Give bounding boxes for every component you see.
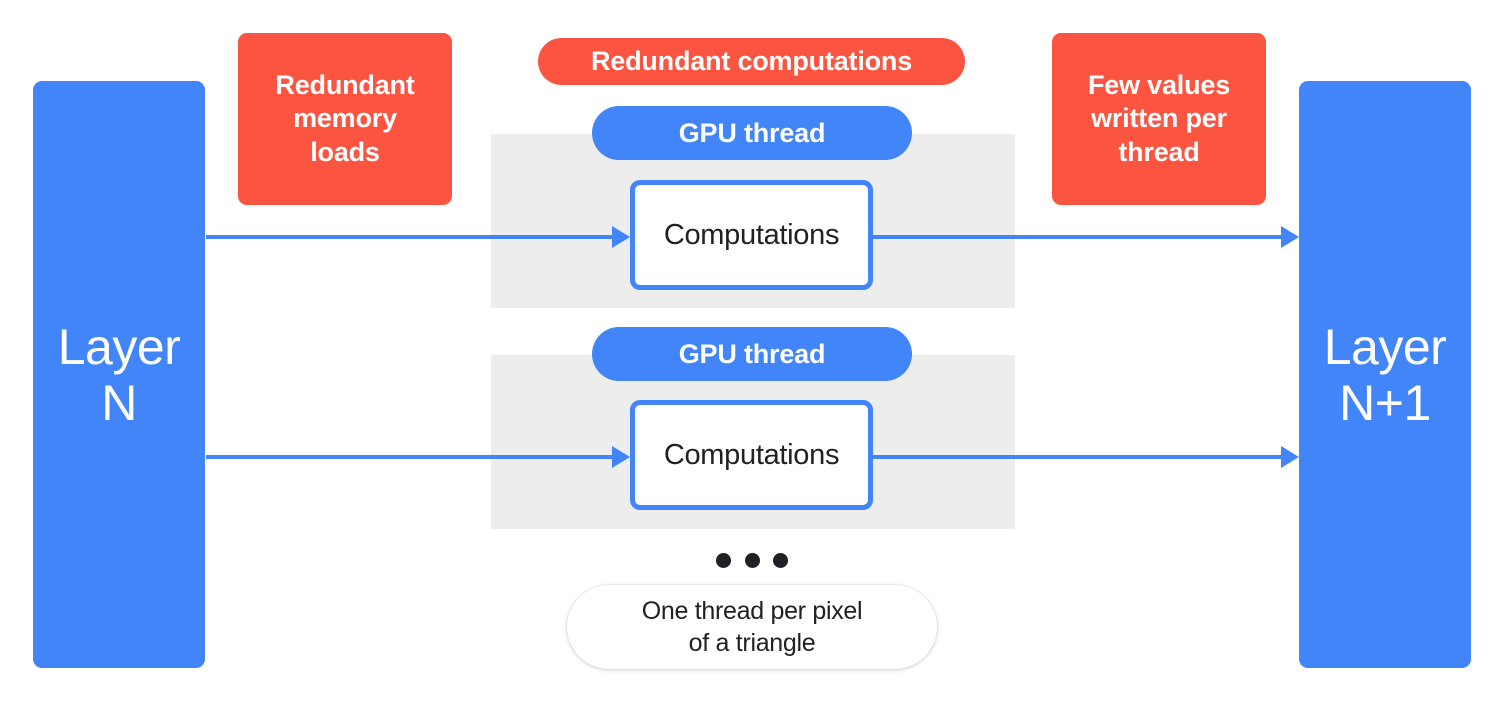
callout-redundant-computations: Redundant computations [538,38,965,85]
write-arrow-line-2 [873,455,1285,459]
memory-load-arrow-line-2 [206,455,618,459]
ellipsis-dot [716,552,731,568]
ellipsis-dot [773,552,788,568]
gpu-thread-label-2: GPU thread [592,327,912,381]
memory-load-arrow-head-1 [612,226,630,248]
memory-load-arrow-line-1 [206,235,618,239]
write-arrow-head-1 [1281,226,1299,248]
ellipsis-dot [744,552,760,568]
write-arrow-line-1 [873,235,1285,239]
gpu-thread-label-1: GPU thread [592,106,912,160]
layer-n-block: Layer N [33,81,205,668]
ellipsis-dots [716,551,788,569]
write-arrow-head-2 [1281,446,1299,468]
computations-box-2: Computations [630,400,873,510]
caption-one-thread-per-pixel: One thread per pixel of a triangle [567,585,937,669]
computations-box-1: Computations [630,180,873,290]
callout-redundant-memory-loads: Redundant memory loads [238,33,452,205]
callout-few-values-written: Few values written per thread [1052,33,1266,205]
memory-load-arrow-head-2 [612,446,630,468]
layer-n-plus-1-block: Layer N+1 [1299,81,1471,668]
